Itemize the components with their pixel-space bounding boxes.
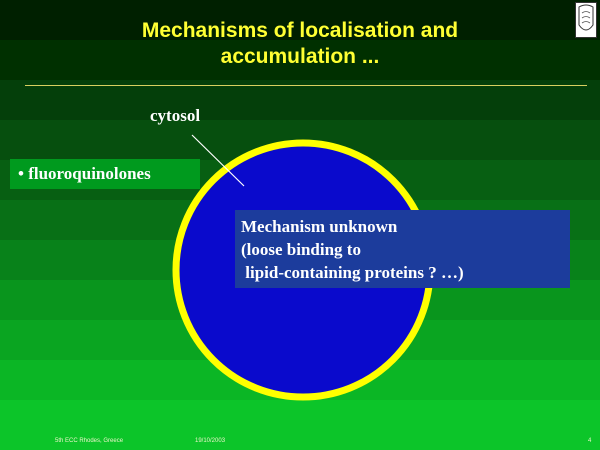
- bg-band: [0, 400, 600, 450]
- footer-page-number: 4: [588, 438, 592, 444]
- bg-band: [0, 40, 600, 80]
- bg-band: [0, 80, 600, 120]
- university-seal-logo: [575, 2, 597, 38]
- mechanism-line-3: lipid-containing proteins ? …): [241, 263, 464, 282]
- footer-conference: 5th ECC Rhodes, Greece: [55, 438, 124, 444]
- bg-band: [0, 0, 600, 40]
- footer-date: 19/10/2003: [195, 438, 226, 444]
- title-line-2: accumulation ...: [220, 45, 380, 68]
- seal-icon: [578, 4, 594, 31]
- mechanism-line-1: Mechanism unknown: [241, 217, 398, 236]
- title-divider: [25, 85, 587, 86]
- slide-title: Mechanisms of localisation and accumulat…: [60, 18, 540, 70]
- mechanism-box: Mechanism unknown (loose binding to lipi…: [235, 210, 570, 288]
- mechanism-line-2: (loose binding to: [241, 240, 361, 259]
- cytosol-label: cytosol: [150, 106, 201, 125]
- title-line-1: Mechanisms of localisation and: [141, 19, 459, 42]
- drug-label-box: • fluoroquinolones: [10, 159, 200, 189]
